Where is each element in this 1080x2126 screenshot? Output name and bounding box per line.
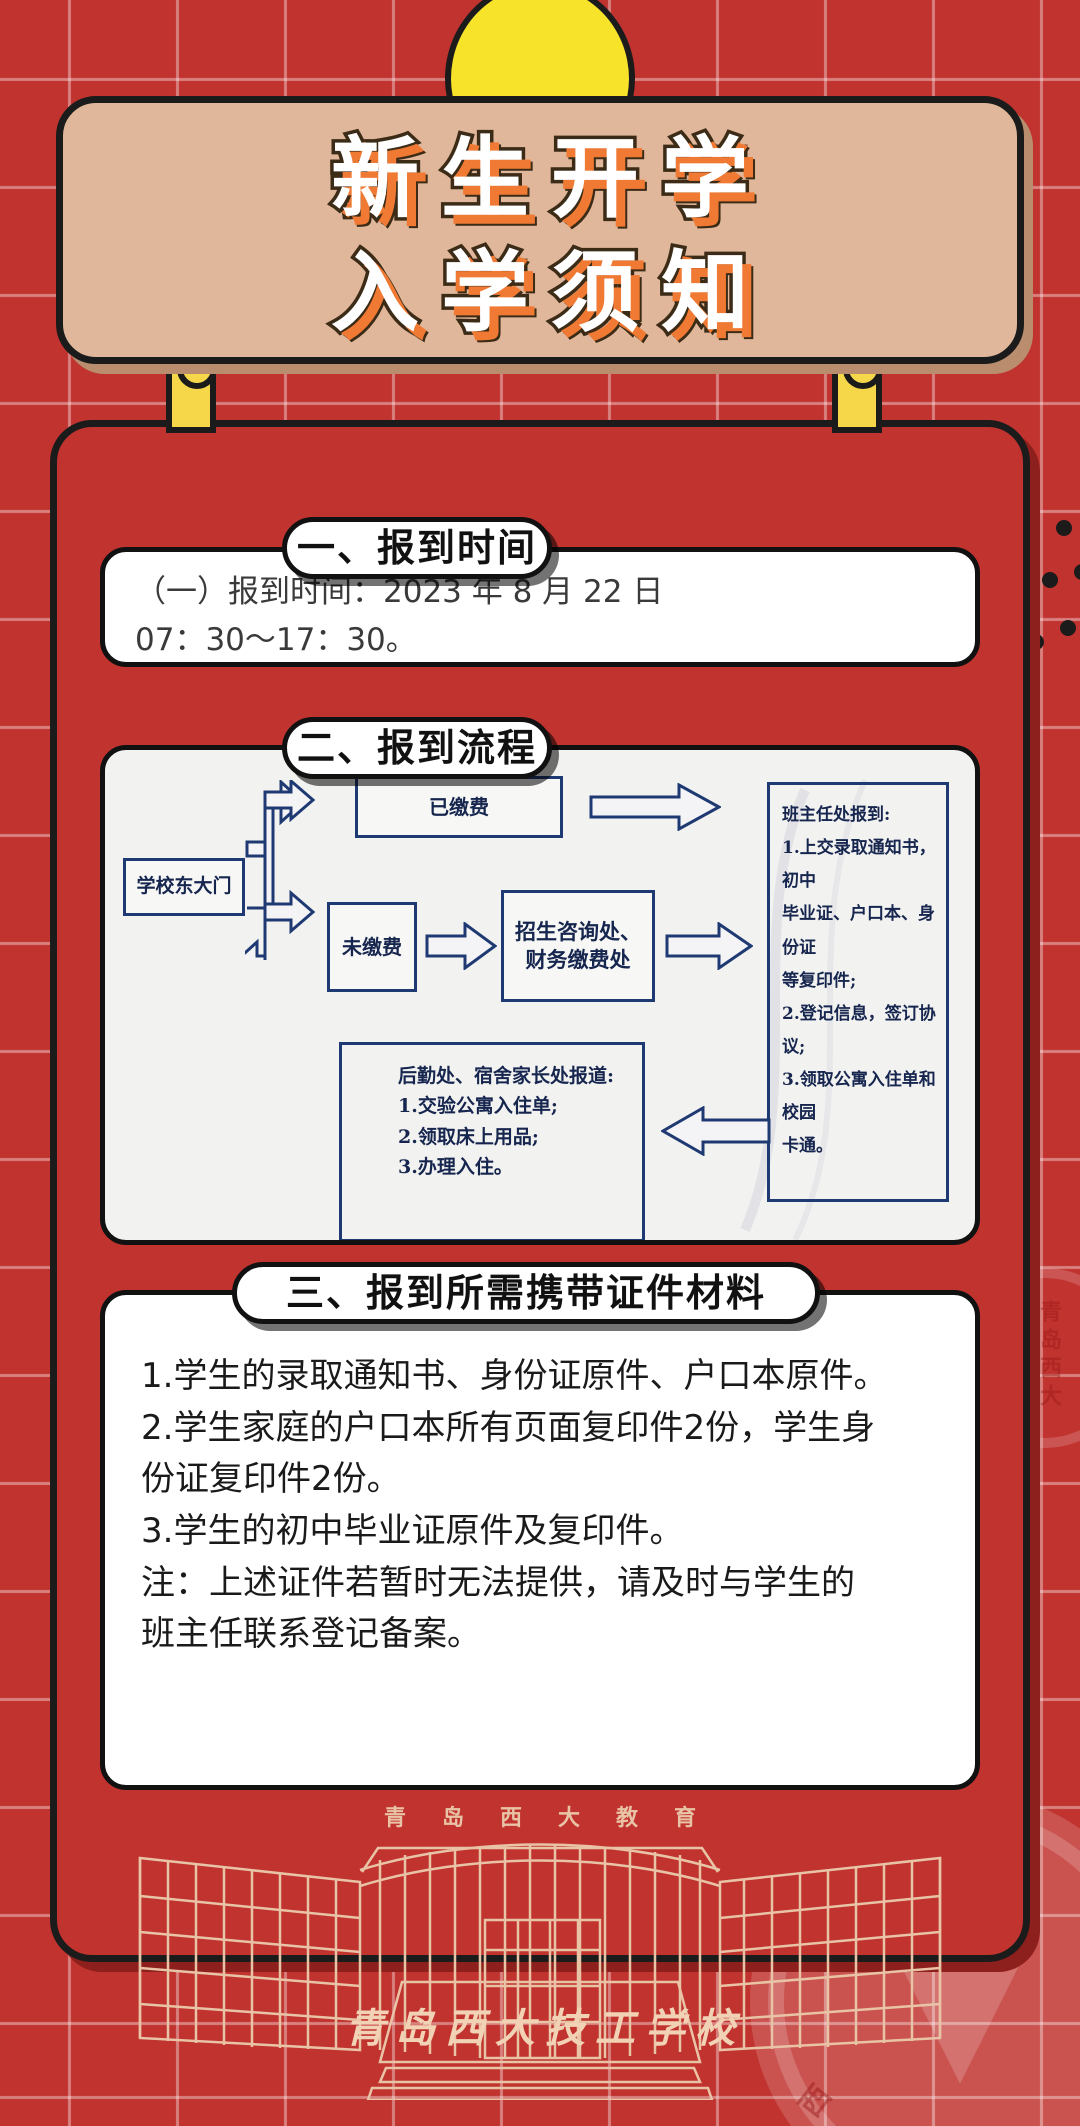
document-line-3: 份证复印件2份。 [141, 1459, 401, 1500]
flow-teacher-item2: 2.登记信息，签订协议; [782, 1003, 936, 1057]
dot-6 [1028, 634, 1044, 650]
flow-node-office-label: 招生咨询处、 财务缴费处 [515, 918, 641, 972]
school-building-illustration: 青岛西大教育 青岛西大技工学校 [110, 1800, 970, 2100]
title-plaque: 新生开学 入学须知 [56, 96, 1024, 364]
document-line-6: 班主任联系登记备案。 [141, 1614, 481, 1655]
section-heading-3: 三、报到所需携带证件材料 [232, 1262, 820, 1324]
flow-arrow-unpaid-to-office [425, 922, 497, 970]
flow-logistics-title: 后勤处、宿舍家长处报道: [398, 1065, 615, 1087]
registration-time-line2: 07：30～17：30。 [135, 622, 417, 659]
flow-arrow-teacher-to-logistics [661, 1106, 771, 1156]
dot-3 [1042, 572, 1058, 588]
flow-logistics-item3: 3.办理入住。 [398, 1156, 513, 1179]
document-line-5: 注：上述证件若暂时无法提供，请及时与学生的 [141, 1562, 855, 1603]
flow-teacher-item3b: 卡通。 [782, 1136, 833, 1157]
flow-arrow-paid-to-teacher [589, 783, 721, 831]
section-heading-1: 一、报到时间 [282, 517, 552, 579]
flow-logistics-item1: 1.交验公寓入住单; [398, 1095, 558, 1118]
section-heading-2-label: 二、报到流程 [297, 726, 538, 770]
dot-1 [1056, 520, 1072, 536]
flow-node-unpaid-label: 未缴费 [342, 934, 402, 959]
flow-node-teacher: 班主任处报到: 1.上交录取通知书，初中 毕业证、户口本、身份证 等复印件; 2… [767, 782, 949, 1202]
flowchart-background-decoration [740, 778, 868, 1240]
flow-teacher-item3a: 3.领取公寓入住单和校园 [782, 1070, 936, 1124]
flow-node-gate-label: 学校东大门 [136, 875, 232, 898]
building-roof-text: 青岛西大教育 [383, 1805, 732, 1831]
stamp-mid-text: 青岛西大 [1037, 1300, 1062, 1412]
flow-teacher-item1a: 1.上交录取通知书，初中 [782, 838, 936, 892]
flow-teacher-item1c: 等复印件; [782, 970, 857, 991]
flow-node-paid: 已缴费 [355, 776, 563, 838]
dot-2 [1074, 564, 1080, 580]
flow-node-logistics: 后勤处、宿舍家长处报道: 1.交验公寓入住单; 2.领取床上用品; 3.办理入住… [339, 1042, 648, 1240]
document-line-2: 2.学生家庭的户口本所有页面复印件2份，学生身 [141, 1407, 876, 1448]
document-line-4: 3.学生的初中毕业证原件及复印件。 [141, 1511, 684, 1552]
building-svg [138, 1843, 942, 2100]
documents-panel: 1.学生的录取通知书、身份证原件、户口本原件。 2.学生家庭的户口本所有页面复印… [100, 1290, 980, 1790]
page-title-line1: 新生开学 [327, 127, 771, 230]
section-heading-3-label: 三、报到所需携带证件材料 [285, 1271, 766, 1315]
flow-logistics-item2: 2.领取床上用品; [398, 1125, 539, 1148]
section-heading-1-label: 一、报到时间 [297, 526, 538, 570]
flow-arrow-office-to-teacher [665, 922, 753, 970]
flow-node-paid-label: 已缴费 [429, 794, 489, 819]
flow-logistics-list: 后勤处、宿舍家长处报道: 1.交验公寓入住单; 2.领取床上用品; 3.办理入住… [398, 1061, 648, 1183]
section-heading-2: 二、报到流程 [282, 717, 552, 779]
document-line-1: 1.学生的录取通知书、身份证原件、户口本原件。 [141, 1356, 888, 1396]
flow-arrow-split [245, 780, 335, 960]
flow-node-unpaid: 未缴费 [327, 902, 417, 992]
building-sign-text: 青岛西大技工学校 [345, 2005, 745, 2052]
flowchart-panel: 学校东大门 已缴费 [100, 745, 980, 1245]
flow-teacher-title: 班主任处报到: [782, 805, 891, 825]
flow-node-office: 招生咨询处、 财务缴费处 [501, 890, 655, 1002]
registration-time-line1: （一）报到时间：2023 年 8 月 22 日 [135, 574, 664, 610]
flow-teacher-item1b: 毕业证、户口本、身份证 [782, 904, 935, 958]
page-title-line2: 入学须知 [327, 241, 771, 344]
dot-5 [1060, 620, 1076, 636]
flow-teacher-list: 班主任处报到: 1.上交录取通知书，初中 毕业证、户口本、身份证 等复印件; 2… [782, 799, 942, 1164]
flow-node-gate: 学校东大门 [123, 858, 245, 916]
